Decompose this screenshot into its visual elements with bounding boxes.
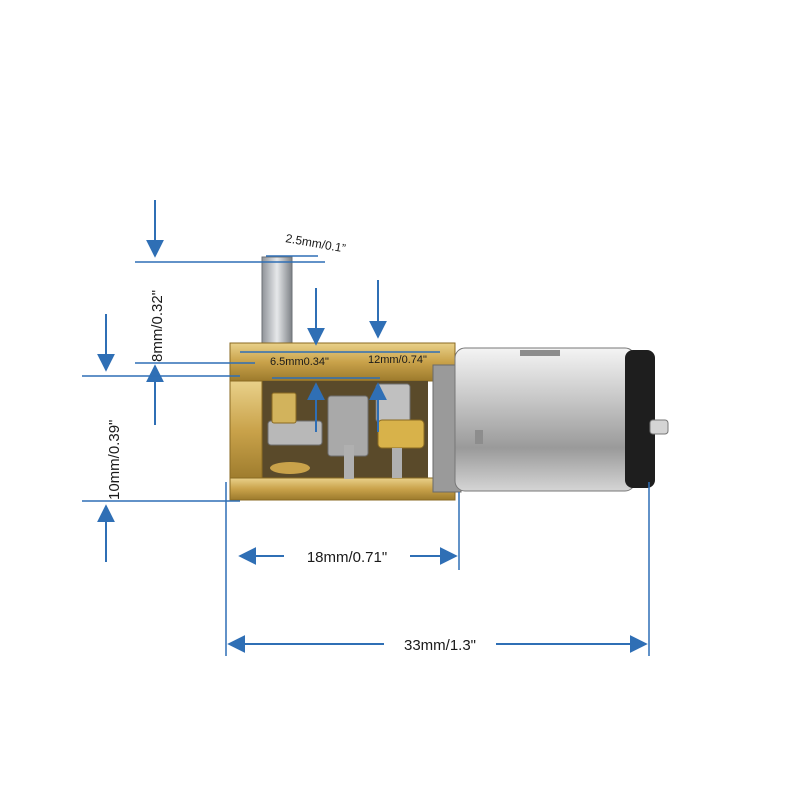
- gearbox-top-plate: [229, 342, 456, 382]
- dimension-lines: [82, 200, 650, 656]
- motor-can: [454, 347, 636, 492]
- label-gearbox-length: 18mm/0.71": [307, 549, 387, 566]
- gearbox-left-wall: [229, 380, 263, 482]
- output-shaft: [261, 256, 293, 348]
- label-shaft-width: 2.5mm/0.1”: [284, 231, 346, 255]
- label-gear-span: 12mm/0.74": [368, 354, 427, 366]
- gear-train: [267, 383, 425, 479]
- dimension-labels: 2.5mm/0.1” 8mm/0.32" 6.5mm0.34" 12mm/0.7…: [106, 231, 476, 654]
- label-shaft-length: 8mm/0.32": [149, 290, 166, 362]
- motor-back-cap: [625, 350, 655, 488]
- label-height: 10mm/0.39": [106, 420, 123, 500]
- gearbox-bottom-plate: [229, 477, 456, 501]
- label-shaft-offset: 6.5mm0.34": [270, 356, 329, 368]
- label-total-length: 33mm/1.3": [404, 637, 476, 654]
- motor-illustration: [229, 256, 669, 501]
- motor-terminal: [649, 419, 669, 435]
